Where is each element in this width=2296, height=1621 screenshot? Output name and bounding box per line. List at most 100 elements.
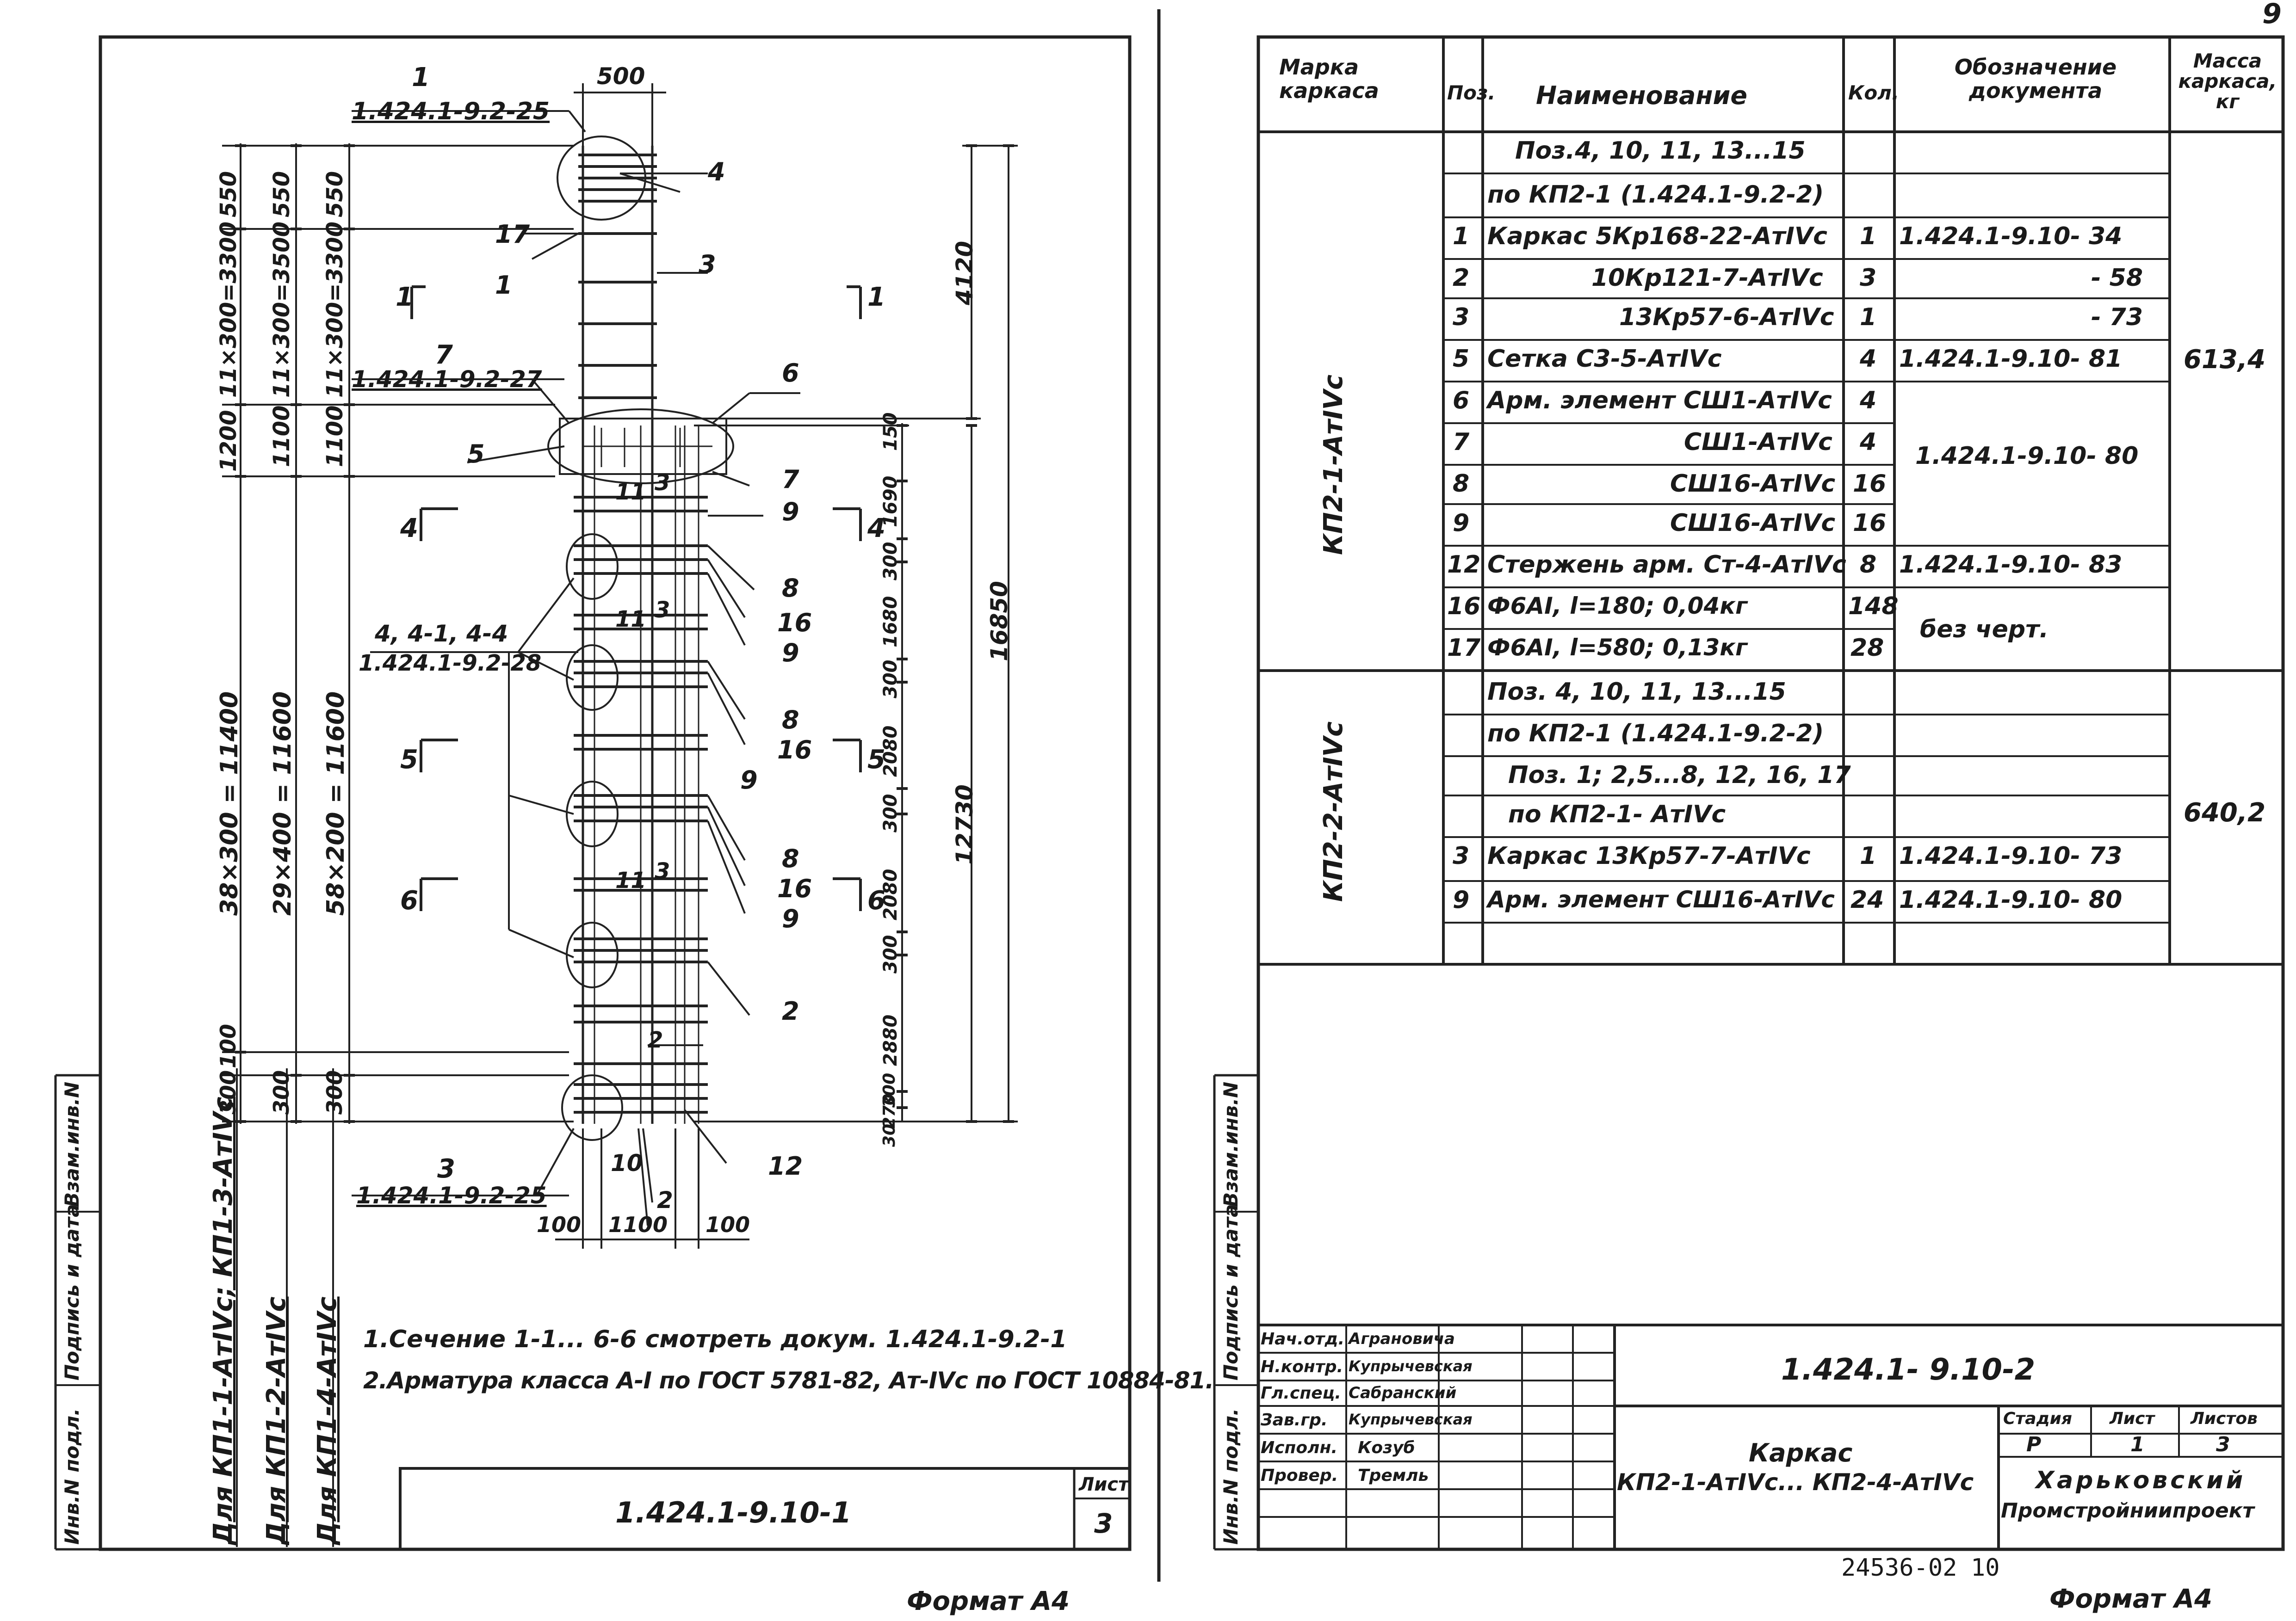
- bottom-dim-100-b: 100: [706, 1212, 750, 1237]
- rdim-1680: 1680: [880, 596, 901, 647]
- row-18-pos: 3: [1453, 842, 1470, 870]
- callout-6: 6: [782, 358, 799, 388]
- ref7-number: 7: [435, 340, 453, 370]
- header-mass: Масса каркаса, кг: [2178, 49, 2277, 113]
- row-18-qty: 1: [1860, 842, 1877, 870]
- header-pos: Поз.: [1447, 81, 1496, 104]
- callout-8-b: 8: [782, 705, 799, 734]
- stamp-inv-left: Инв.N подл.: [61, 1408, 83, 1545]
- callout-4: 4: [708, 157, 725, 186]
- bottom-dim-100-a: 100: [537, 1212, 582, 1237]
- mass-kp2-2: 640,2: [2184, 798, 2266, 828]
- row-10-name: СШ16-АтIVс: [1670, 509, 1836, 537]
- dim-1100-b: 1100: [322, 405, 348, 467]
- name-5: Козуб: [1358, 1438, 1415, 1457]
- callout-1: 1: [495, 271, 513, 300]
- callout-11-b: 11: [615, 606, 646, 632]
- row-18-name: Каркас 13Кр57-7-АтIVс: [1487, 842, 1811, 870]
- sheets-value: 3: [2216, 1433, 2230, 1456]
- row-3-pos: 1: [1453, 222, 1470, 250]
- rdim-300-3: 300: [880, 794, 901, 833]
- bottom-dim-1100: 1100: [608, 1212, 668, 1237]
- left-sheet-number: 3: [1094, 1508, 1113, 1539]
- row-13-pos: 17: [1447, 634, 1481, 662]
- row-4-doc: - 58: [2091, 264, 2143, 292]
- row-15-name: по КП2-1 (1.424.1-9.2-2): [1487, 720, 1824, 747]
- stage-label: Стадия: [2003, 1409, 2072, 1428]
- callout-2-c: 2: [657, 1187, 673, 1214]
- row-9-qty: 16: [1853, 470, 1887, 498]
- archive-suffix: 10: [1971, 1554, 2000, 1582]
- row-7-qty: 4: [1860, 387, 1877, 414]
- dim-11x300-a: 11×300=3300: [216, 221, 241, 398]
- name-6: Тремль: [1358, 1466, 1429, 1485]
- row-5-name: 13Кр57-6-АтIVс: [1619, 303, 1834, 331]
- overall-4120: 4120: [951, 240, 978, 305]
- header-mark: Марка каркаса: [1279, 55, 1379, 103]
- sheet-label: Лист: [2110, 1409, 2155, 1428]
- row-5-pos: 3: [1453, 303, 1470, 331]
- name-2: Купрычевская: [1349, 1357, 1473, 1375]
- overall-12730: 12730: [951, 784, 978, 865]
- rdim-300-1: 300: [880, 542, 901, 581]
- stamp-inv-right: Инв.N подл.: [1219, 1408, 1242, 1545]
- row-3-name: Каркас 5Кр168-22-АтIVс: [1487, 222, 1827, 250]
- row-6-pos: 5: [1453, 345, 1470, 373]
- callout-11-a: 11: [615, 479, 646, 505]
- role-nach-otd: Нач.отд.: [1261, 1330, 1345, 1349]
- section-4-left: 4: [400, 513, 418, 543]
- row-6-qty: 4: [1860, 345, 1877, 373]
- section-5-left: 5: [400, 745, 418, 775]
- doc-code: 1.424.1- 9.10-2: [1781, 1353, 2036, 1387]
- stamp-sign-right: Подпись и дата: [1219, 1204, 1242, 1381]
- role-gl-spec: Гл.спец.: [1261, 1384, 1341, 1403]
- name-3: Сабранский: [1349, 1384, 1457, 1402]
- dim-58x200: 58×200 = 11600: [322, 691, 350, 916]
- callout-10: 10: [611, 1150, 643, 1177]
- ref3-number: 3: [437, 1154, 455, 1184]
- row-12-qty: 148: [1848, 592, 1899, 620]
- side-label-kp1-4: Для КП1-4-АтIVс: [312, 1296, 342, 1545]
- note-1: 1.Сечение 1-1... 6-6 смотреть докум. 1.4…: [363, 1325, 1067, 1353]
- page-number: 9: [2262, 0, 2282, 30]
- callout-3-a: 3: [655, 470, 670, 496]
- callout-5: 5: [467, 439, 485, 468]
- row-7-name: Арм. элемент СШ1-АтIVс: [1487, 387, 1832, 414]
- row-10-pos: 9: [1453, 509, 1470, 537]
- dim-11x300-b: 11×300=3500: [269, 221, 295, 398]
- header-qty: Кол.: [1848, 81, 1899, 104]
- section-6-left: 6: [400, 886, 418, 916]
- rdim-2880: 2880: [880, 1014, 901, 1066]
- row-5-doc: - 73: [2091, 303, 2143, 331]
- row-14-name: Поз. 4, 10, 11, 13...15: [1487, 678, 1786, 706]
- stamp-vzam-right: Взам.инв.N: [1219, 1081, 1242, 1207]
- callout-2-a: 2: [782, 997, 799, 1026]
- ref44-number: 4, 4-1, 4-4: [375, 620, 508, 647]
- callout-3-c: 3: [655, 858, 670, 884]
- title-line-1: Каркас: [1749, 1438, 1853, 1467]
- row-3-qty: 1: [1860, 222, 1877, 250]
- callout-16-b: 16: [777, 735, 812, 764]
- callout-8-a: 8: [782, 573, 799, 603]
- dim-1200: 1200: [216, 410, 241, 472]
- row-12-pos: 16: [1447, 592, 1481, 620]
- callout-8-c: 8: [782, 844, 799, 873]
- note-2: 2.Арматура класса А-I по ГОСТ 5781-82, А…: [363, 1367, 1214, 1394]
- row-6-doc: 1.424.1-9.10- 81: [1899, 345, 2123, 373]
- callout-2-b: 2: [648, 1027, 663, 1053]
- row-19-doc: 1.424.1-9.10- 80: [1899, 886, 2123, 914]
- callout-3-b: 3: [655, 597, 670, 623]
- dim-11x300-c: 11×300=3300: [322, 221, 348, 398]
- role-zav-gr: Зав.гр.: [1261, 1411, 1328, 1430]
- side-label-kp1-2: Для КП1-2-АтIVс: [261, 1296, 291, 1545]
- role-ispoln: Исполн.: [1261, 1438, 1337, 1457]
- top-ref-document: 1.424.1-9.2-25: [352, 98, 550, 125]
- top-ref-number: 1: [412, 62, 430, 92]
- row-2-name: по КП2-1 (1.424.1-9.2-2): [1487, 181, 1824, 209]
- role-prover: Провер.: [1261, 1466, 1338, 1485]
- org-line-1: Харьковский: [2036, 1467, 2246, 1494]
- row-7-pos: 6: [1453, 387, 1470, 414]
- name-1: Аграновича: [1349, 1330, 1455, 1348]
- rdim-270: 270: [880, 1093, 899, 1128]
